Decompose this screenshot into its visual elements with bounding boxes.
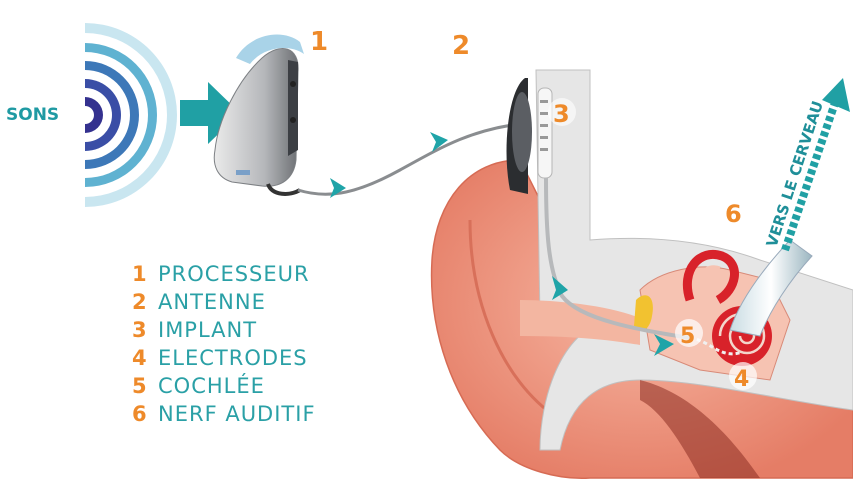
legend-number: 3 xyxy=(132,318,147,342)
legend-label: IMPLANT xyxy=(158,318,257,342)
legend-label: PROCESSEUR xyxy=(158,262,310,286)
sounds-label: SONS xyxy=(6,105,59,125)
legend-label: COCHLÉE xyxy=(158,373,265,398)
legend-label: ELECTRODES xyxy=(158,346,308,370)
legend-number: 2 xyxy=(132,290,147,314)
callout-6: 6 xyxy=(725,200,742,228)
legend-number: 5 xyxy=(132,374,147,398)
legend-number: 4 xyxy=(132,346,147,370)
legend-label: ANTENNE xyxy=(158,290,266,314)
callout-1: 1 xyxy=(310,27,328,57)
callout-4: 4 xyxy=(734,367,749,392)
processor-device xyxy=(214,35,304,194)
callout-5: 5 xyxy=(680,324,695,349)
legend: 1 PROCESSEUR 2 ANTENNE 3 IMPLANT 4 ELECT… xyxy=(132,262,316,426)
legend-number: 1 xyxy=(132,262,147,286)
signal-arrow-1 xyxy=(330,178,346,198)
callout-2: 2 xyxy=(452,31,470,61)
callout-3: 3 xyxy=(553,100,570,128)
legend-number: 6 xyxy=(132,402,147,426)
legend-label: NERF AUDITIF xyxy=(158,402,316,426)
